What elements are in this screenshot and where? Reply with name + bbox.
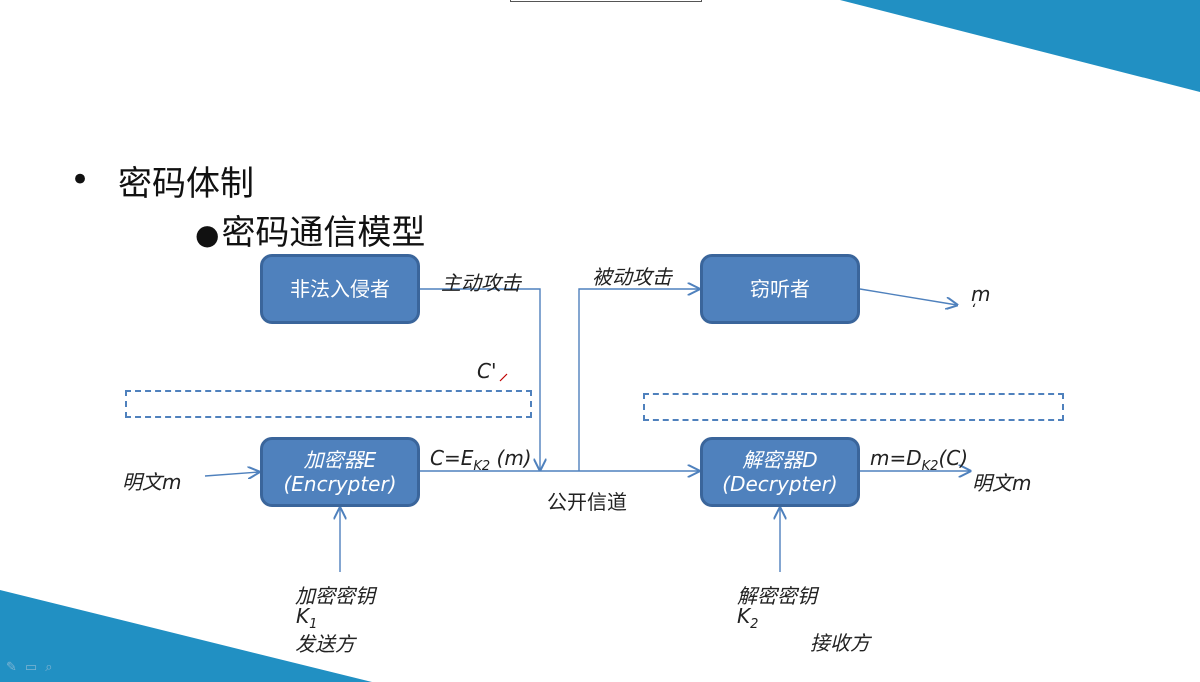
cursor-mark	[499, 373, 508, 382]
decrypter-label-line1: 解密器D	[742, 448, 818, 472]
intruder-box: 非法入侵者	[260, 254, 420, 324]
corner-decoration-top-right	[840, 0, 1200, 92]
arrow-passive-attack	[578, 289, 699, 471]
subheading-text: 密码通信模型	[221, 213, 426, 253]
encrypter-label-line1: 加密器E	[303, 448, 377, 472]
corner-decoration-bottom-left	[0, 590, 372, 682]
receiver-label: 接收方	[810, 631, 870, 655]
decryption-key-title: 解密密钥	[737, 584, 817, 608]
zoom-icon[interactable]: ⌕	[45, 660, 61, 675]
slides-icon[interactable]: ▭	[24, 660, 46, 675]
decryption-key-symbol: K2	[737, 604, 758, 632]
sender-label: 发送方	[295, 632, 355, 656]
dec-key-sub: 2	[750, 617, 759, 632]
cipher-expr-tail: (m)	[496, 446, 532, 470]
decrypter-label-line2: (Decrypter)	[722, 472, 838, 496]
dashed-frame-left	[125, 390, 532, 418]
slideshow-toolbar[interactable]: ✎▭⌕	[6, 660, 60, 675]
slide-heading: 密码体制	[118, 164, 254, 204]
forged-cipher-label: C'	[477, 359, 497, 383]
cipher-expr-sub: K2	[473, 459, 491, 474]
pen-icon[interactable]: ✎	[6, 660, 25, 675]
eaves-output-prime: ‘	[971, 302, 976, 318]
dashed-frame-right	[643, 393, 1064, 421]
plaintext-output-label: 明文m	[972, 471, 1032, 495]
encrypter-label-line2: (Encrypter)	[283, 472, 397, 496]
public-channel-label: 公开信道	[547, 490, 627, 514]
active-attack-label: 主动攻击	[441, 271, 521, 295]
cipher-expr-main: C=E	[430, 446, 474, 470]
eavesdropper-box: 窃听者	[700, 254, 860, 324]
decrypt-expr-main: m=D	[870, 446, 922, 470]
arrow-plaintext-to-encrypter	[204, 472, 259, 476]
top-frame	[510, 0, 702, 2]
eavesdropper-label: 窃听者	[750, 277, 810, 301]
intruder-label: 非法入侵者	[290, 277, 390, 301]
eaves-output-label: m	[971, 282, 991, 306]
enc-key-k: K	[296, 604, 310, 628]
subheading-bullet: ●	[195, 218, 220, 251]
cipher-expression: C=EK2 (m)	[430, 446, 532, 474]
slide-subheading: ●密码通信模型	[195, 205, 425, 254]
plaintext-input-label: 明文m	[122, 470, 182, 494]
decrypt-expr-sub: K2	[921, 459, 939, 474]
bullet-point: •	[70, 160, 91, 200]
decrypt-expr-tail: (C)	[938, 446, 969, 470]
arrow-eaves-output	[859, 288, 957, 305]
decrypter-box: 解密器D (Decrypter)	[700, 437, 860, 507]
dec-key-k: K	[737, 604, 751, 628]
passive-attack-label: 被动攻击	[592, 265, 672, 289]
enc-key-sub: 1	[309, 617, 318, 632]
encrypter-box: 加密器E (Encrypter)	[260, 437, 420, 507]
arrow-active-attack	[420, 288, 540, 470]
encryption-key-symbol: K1	[296, 604, 317, 632]
decrypt-expression: m=DK2(C)	[870, 446, 968, 474]
encryption-key-title: 加密密钥	[295, 584, 375, 608]
